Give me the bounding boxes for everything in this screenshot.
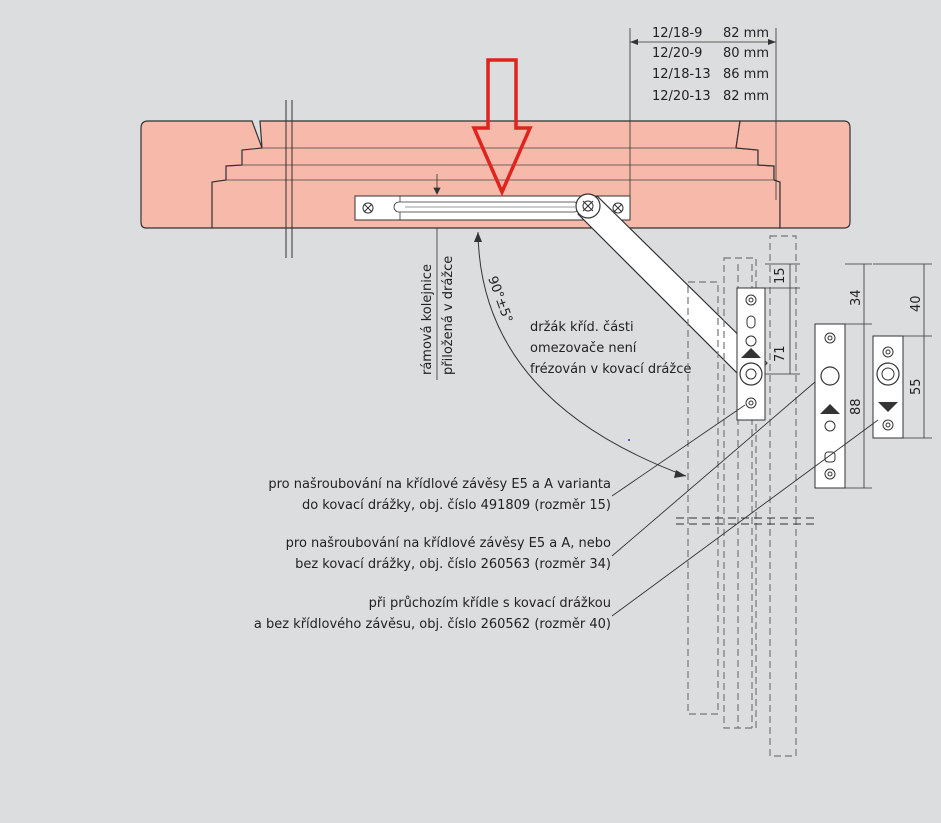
note-1-line2: do kovací drážky, obj. číslo 491809 (roz… bbox=[302, 498, 611, 513]
screw-icon bbox=[362, 202, 374, 214]
note-2-line2: bez kovací drážky, obj. číslo 260563 (ro… bbox=[295, 557, 611, 572]
break-mark-sash bbox=[676, 517, 816, 525]
table-row-code: 12/20-9 bbox=[652, 46, 702, 61]
bracket-260562 bbox=[872, 335, 904, 439]
leader-lines bbox=[611, 381, 879, 617]
rail-label-line2: přiložená v drážce bbox=[441, 256, 456, 375]
break-mark-left bbox=[285, 100, 293, 258]
table-row-size: 86 mm bbox=[723, 67, 769, 82]
dimension-40-55 bbox=[873, 263, 932, 439]
dimension-34-88 bbox=[845, 263, 872, 489]
table-row-size: 82 mm bbox=[723, 89, 769, 104]
holder-label-line1: držák kříd. části bbox=[530, 320, 634, 335]
dim-40: 40 bbox=[909, 295, 924, 312]
angle-label: 90°±5° bbox=[484, 274, 515, 325]
note-1-line1: pro našroubování na křídlové závěsy E5 a… bbox=[268, 477, 611, 492]
dim-34: 34 bbox=[849, 289, 864, 306]
depth-marker bbox=[433, 174, 441, 195]
dim-88: 88 bbox=[849, 398, 864, 415]
holder-label-line3: frézován v kovací drážce bbox=[530, 362, 691, 377]
stray-dot bbox=[628, 439, 630, 441]
table-row-code: 12/20-13 bbox=[652, 89, 711, 104]
swing-arm bbox=[575, 193, 768, 385]
dim-71: 71 bbox=[773, 345, 788, 362]
table-row-size: 80 mm bbox=[723, 46, 769, 61]
table-row-code: 12/18-9 bbox=[652, 26, 702, 41]
table-row-code: 12/18-13 bbox=[652, 67, 711, 82]
table-row-size: 82 mm bbox=[723, 26, 769, 41]
dim-55: 55 bbox=[909, 378, 924, 395]
screw-icon bbox=[612, 202, 624, 214]
rail-label: rámová kolejnice přiložená v drážce bbox=[420, 228, 456, 380]
holder-label-line2: omezovače není bbox=[530, 341, 637, 356]
dimension-15-71 bbox=[765, 263, 800, 375]
note-2-line1: pro našroubování na křídlové závěsy E5 a… bbox=[286, 536, 611, 551]
bracket-491809 bbox=[736, 287, 766, 421]
dim-15: 15 bbox=[773, 267, 788, 284]
note-3-line1: při průchozím křídle s kovací drážkou bbox=[369, 596, 611, 611]
bracket-260563 bbox=[814, 323, 846, 489]
dimension-table: 12/18-9 82 mm 12/20-9 80 mm 12/18-13 86 … bbox=[629, 26, 777, 200]
rail-label-line1: rámová kolejnice bbox=[420, 264, 435, 375]
down-arrow-icon bbox=[471, 58, 533, 197]
note-3-line2: a bez křídlového závěsu, obj. číslo 2605… bbox=[254, 617, 611, 632]
